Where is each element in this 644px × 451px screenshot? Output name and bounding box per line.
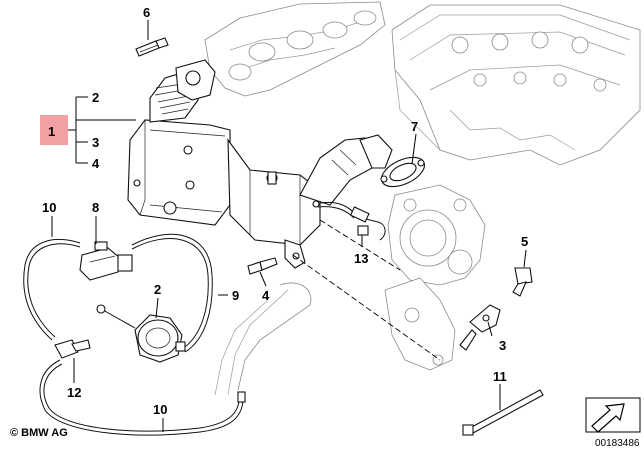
egr-cooler xyxy=(127,59,321,269)
callout-labels: 6 2 1 3 4 7 10 8 5 13 2 9 4 3 12 11 10 xyxy=(40,5,528,417)
temperature-sensor xyxy=(312,200,386,241)
callout-12: 12 xyxy=(67,385,81,400)
direction-arrow-icon xyxy=(585,397,641,433)
callout-2-top: 2 xyxy=(92,90,99,105)
egr-outlet-pipe xyxy=(299,134,393,206)
callout-3-bottom: 3 xyxy=(499,338,506,353)
callout-1: 1 xyxy=(48,124,55,139)
callout-4-top: 4 xyxy=(92,156,100,171)
callout-7: 7 xyxy=(411,119,418,134)
callout-3-top: 3 xyxy=(92,135,99,150)
callout-10-bottom: 10 xyxy=(153,402,167,417)
callout-6: 6 xyxy=(143,5,150,20)
callout-2-bottom: 2 xyxy=(154,282,161,297)
callout-10-top: 10 xyxy=(42,200,56,215)
cable-tie xyxy=(462,389,544,436)
callout-1-highlight xyxy=(40,115,68,145)
callout-11: 11 xyxy=(493,369,507,384)
bolt-4 xyxy=(247,257,278,275)
engine-block-ghost xyxy=(204,1,641,166)
exhaust-pipe-ghost xyxy=(214,282,312,396)
gasket xyxy=(380,156,426,188)
pressure-converter xyxy=(79,241,133,281)
bolt-6 xyxy=(135,37,169,57)
callout-13: 13 xyxy=(354,251,368,266)
bolt-5 xyxy=(512,267,533,297)
callout-8: 8 xyxy=(92,200,99,215)
diagram-code: 00183486 xyxy=(595,438,640,449)
callout-9: 9 xyxy=(232,288,239,303)
callout-4-bottom: 4 xyxy=(262,288,270,303)
bracket-3 xyxy=(459,304,501,351)
leader-dashes xyxy=(292,219,441,361)
vacuum-unit xyxy=(96,304,186,363)
callout-5: 5 xyxy=(521,234,528,249)
vacuum-hoses xyxy=(23,233,246,436)
copyright-text: © BMW AG xyxy=(10,427,68,439)
throttle-housing-ghost xyxy=(384,184,486,371)
leader-lines xyxy=(51,20,527,432)
